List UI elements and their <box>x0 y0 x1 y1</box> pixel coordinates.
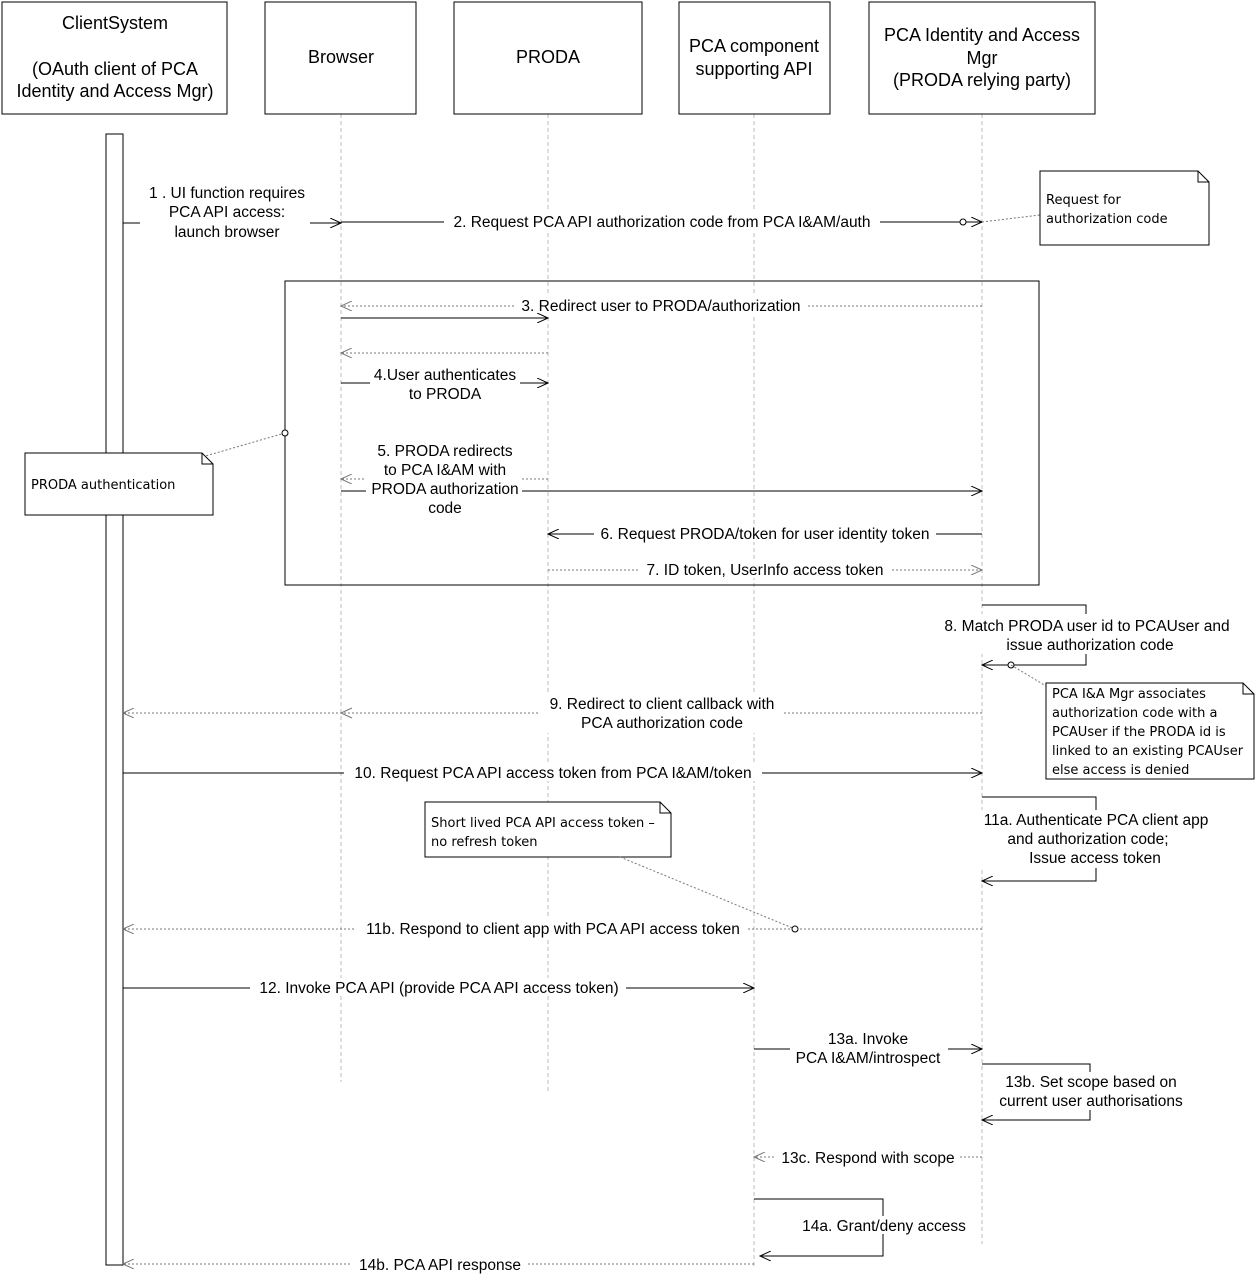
participant-label: Mgr <box>967 48 998 68</box>
svg-text:2. Request PCA API authorizati: 2. Request PCA API authorization code fr… <box>453 214 870 231</box>
svg-text:and authorization code;: and authorization code; <box>1007 831 1168 848</box>
svg-text:Short lived PCA API access tok: Short lived PCA API access token – <box>431 816 655 831</box>
message-5: 5. PRODA redirects to PCA I&AM with PROD… <box>341 441 982 517</box>
message-8: 8. Match PRODA user id to PCAUser and is… <box>936 604 1238 668</box>
participant-label: (PRODA relying party) <box>893 70 1071 90</box>
svg-text:linked to an existing PCAUser: linked to an existing PCAUser <box>1052 744 1244 759</box>
svg-text:14a. Grant/deny access: 14a. Grant/deny access <box>802 1218 966 1235</box>
note-associate-pcauser: PCA I&A Mgr associates authorization cod… <box>1010 664 1255 780</box>
svg-text:3. Redirect user to PRODA/auth: 3. Redirect user to PRODA/authorization <box>521 298 800 315</box>
svg-text:PCAUser if the PRODA id is: PCAUser if the PRODA id is <box>1052 725 1226 740</box>
svg-text:PCA I&AM/introspect: PCA I&AM/introspect <box>796 1050 941 1067</box>
message-14a: 14a. Grant/deny access <box>754 1198 972 1256</box>
message-11b: 11b. Respond to client app with PCA API … <box>123 919 982 938</box>
svg-text:13a. Invoke: 13a. Invoke <box>828 1031 908 1048</box>
svg-text:code: code <box>428 500 462 517</box>
svg-text:PCA API access:: PCA API access: <box>169 204 285 221</box>
svg-text:launch browser: launch browser <box>174 224 279 241</box>
participant-label: ClientSystem <box>62 13 168 33</box>
message-3: 3. Redirect user to PRODA/authorization <box>341 296 982 315</box>
svg-text:issue authorization code: issue authorization code <box>1006 637 1173 654</box>
note-proda-authentication: PRODA authentication <box>24 429 289 516</box>
participant-label: Identity and Access Mgr) <box>16 81 213 101</box>
message-6: 6. Request PRODA/token for user identity… <box>548 524 982 543</box>
participant-label: (OAuth client of PCA <box>32 59 198 79</box>
svg-text:7. ID token, UserInfo access: 7. ID token, UserInfo access token <box>647 562 884 579</box>
svg-text:8. Match PRODA user id to PCAU: 8. Match PRODA user id to PCAUser and <box>944 618 1229 635</box>
svg-text:PRODA authorization: PRODA authorization <box>371 481 518 498</box>
message-1: 1 . UI function requires PCA API access:… <box>123 181 341 241</box>
svg-text:9. Redirect to client callback: 9. Redirect to client callback with <box>550 696 775 713</box>
svg-text:6. Request PRODA/token for use: 6. Request PRODA/token for user identity… <box>600 526 929 543</box>
svg-text:Identity and Access Mgr): Identity and Access Mgr) <box>16 81 213 101</box>
message-13b: 13b. Set scope based on current user aut… <box>982 1063 1190 1120</box>
participant-iam: PCA Identity and Access Mgr (PRODA relyi… <box>868 1 1096 115</box>
svg-text:13c. Respond with scope: 13c. Respond with scope <box>781 1150 954 1167</box>
participant-pca-api: PCA component supporting API <box>678 1 831 115</box>
svg-text:12. Invoke PCA API (provide PC: 12. Invoke PCA API (provide PCA API acce… <box>259 980 618 997</box>
message-9: 9. Redirect to client callback with PCA … <box>123 695 982 733</box>
svg-text:(OAuth client of PCA: (OAuth client of PCA <box>32 59 198 79</box>
svg-text:current user authorisations: current user authorisations <box>999 1093 1183 1110</box>
message-10: 10. Request PCA API access token from PC… <box>123 763 982 782</box>
participant-label: Browser <box>308 47 374 67</box>
svg-text:authorization code: authorization code <box>1046 212 1168 227</box>
svg-text:PCA authorization code: PCA authorization code <box>581 715 743 732</box>
svg-text:11b. Respond to client app wit: 11b. Respond to client app with PCA API … <box>366 921 740 938</box>
note-short-lived-token: Short lived PCA API access token – no re… <box>424 801 796 930</box>
svg-text:Issue access token: Issue access token <box>1029 850 1161 867</box>
message-2: 2. Request PCA API authorization code fr… <box>341 212 982 231</box>
svg-text:PRODA authentication: PRODA authentication <box>31 478 175 493</box>
message-7: 7. ID token, UserInfo access token <box>548 560 982 579</box>
participant-label: supporting API <box>695 59 812 79</box>
participant-label: PCA component <box>689 36 819 56</box>
svg-text:ClientSystem: ClientSystem <box>62 13 168 33</box>
svg-text:11a. Authenticate PCA client a: 11a. Authenticate PCA client app <box>984 812 1209 829</box>
svg-text:else access is denied: else access is denied <box>1052 763 1189 778</box>
svg-text:10. Request PCA API access tok: 10. Request PCA API access token from PC… <box>354 765 751 782</box>
svg-text:to PCA I&AM with: to PCA I&AM with <box>384 462 506 479</box>
svg-text:13b. Set scope based on: 13b. Set scope based on <box>1005 1074 1177 1091</box>
svg-text:1 . UI function requires: 1 . UI function requires <box>149 185 305 202</box>
svg-text:4.User authenticates: 4.User authenticates <box>374 367 516 384</box>
message-14b: 14b. PCA API response <box>123 1254 754 1274</box>
message-13c: 13c. Respond with scope <box>754 1148 982 1167</box>
participant-label: PRODA <box>516 47 580 67</box>
note-request-authorization-code: Request for authorization code <box>981 170 1210 246</box>
svg-text:14b. PCA API response: 14b. PCA API response <box>359 1257 521 1274</box>
participant-label: PCA Identity and Access <box>884 25 1080 45</box>
svg-text:PCA I&A Mgr associates: PCA I&A Mgr associates <box>1052 687 1206 702</box>
svg-text:Request for: Request for <box>1046 193 1121 208</box>
svg-text:no refresh token: no refresh token <box>431 835 538 850</box>
participant-proda: PRODA <box>453 1 643 115</box>
client-activation-bar <box>105 133 124 1266</box>
participant-client: ClientSystem (OAuth client of PCA Identi… <box>1 1 228 115</box>
message-4: 4.User authenticates to PRODA <box>341 365 548 405</box>
svg-text:to PRODA: to PRODA <box>409 386 482 403</box>
svg-text:authorization code with a: authorization code with a <box>1052 706 1217 721</box>
message-12: 12. Invoke PCA API (provide PCA API acce… <box>123 978 754 997</box>
participant-browser: Browser <box>264 1 417 115</box>
message-13a: 13a. Invoke PCA I&AM/introspect <box>754 1029 982 1067</box>
message-11a: 11a. Authenticate PCA client app and aut… <box>974 796 1216 881</box>
svg-text:5. PRODA redirects: 5. PRODA redirects <box>377 443 512 460</box>
